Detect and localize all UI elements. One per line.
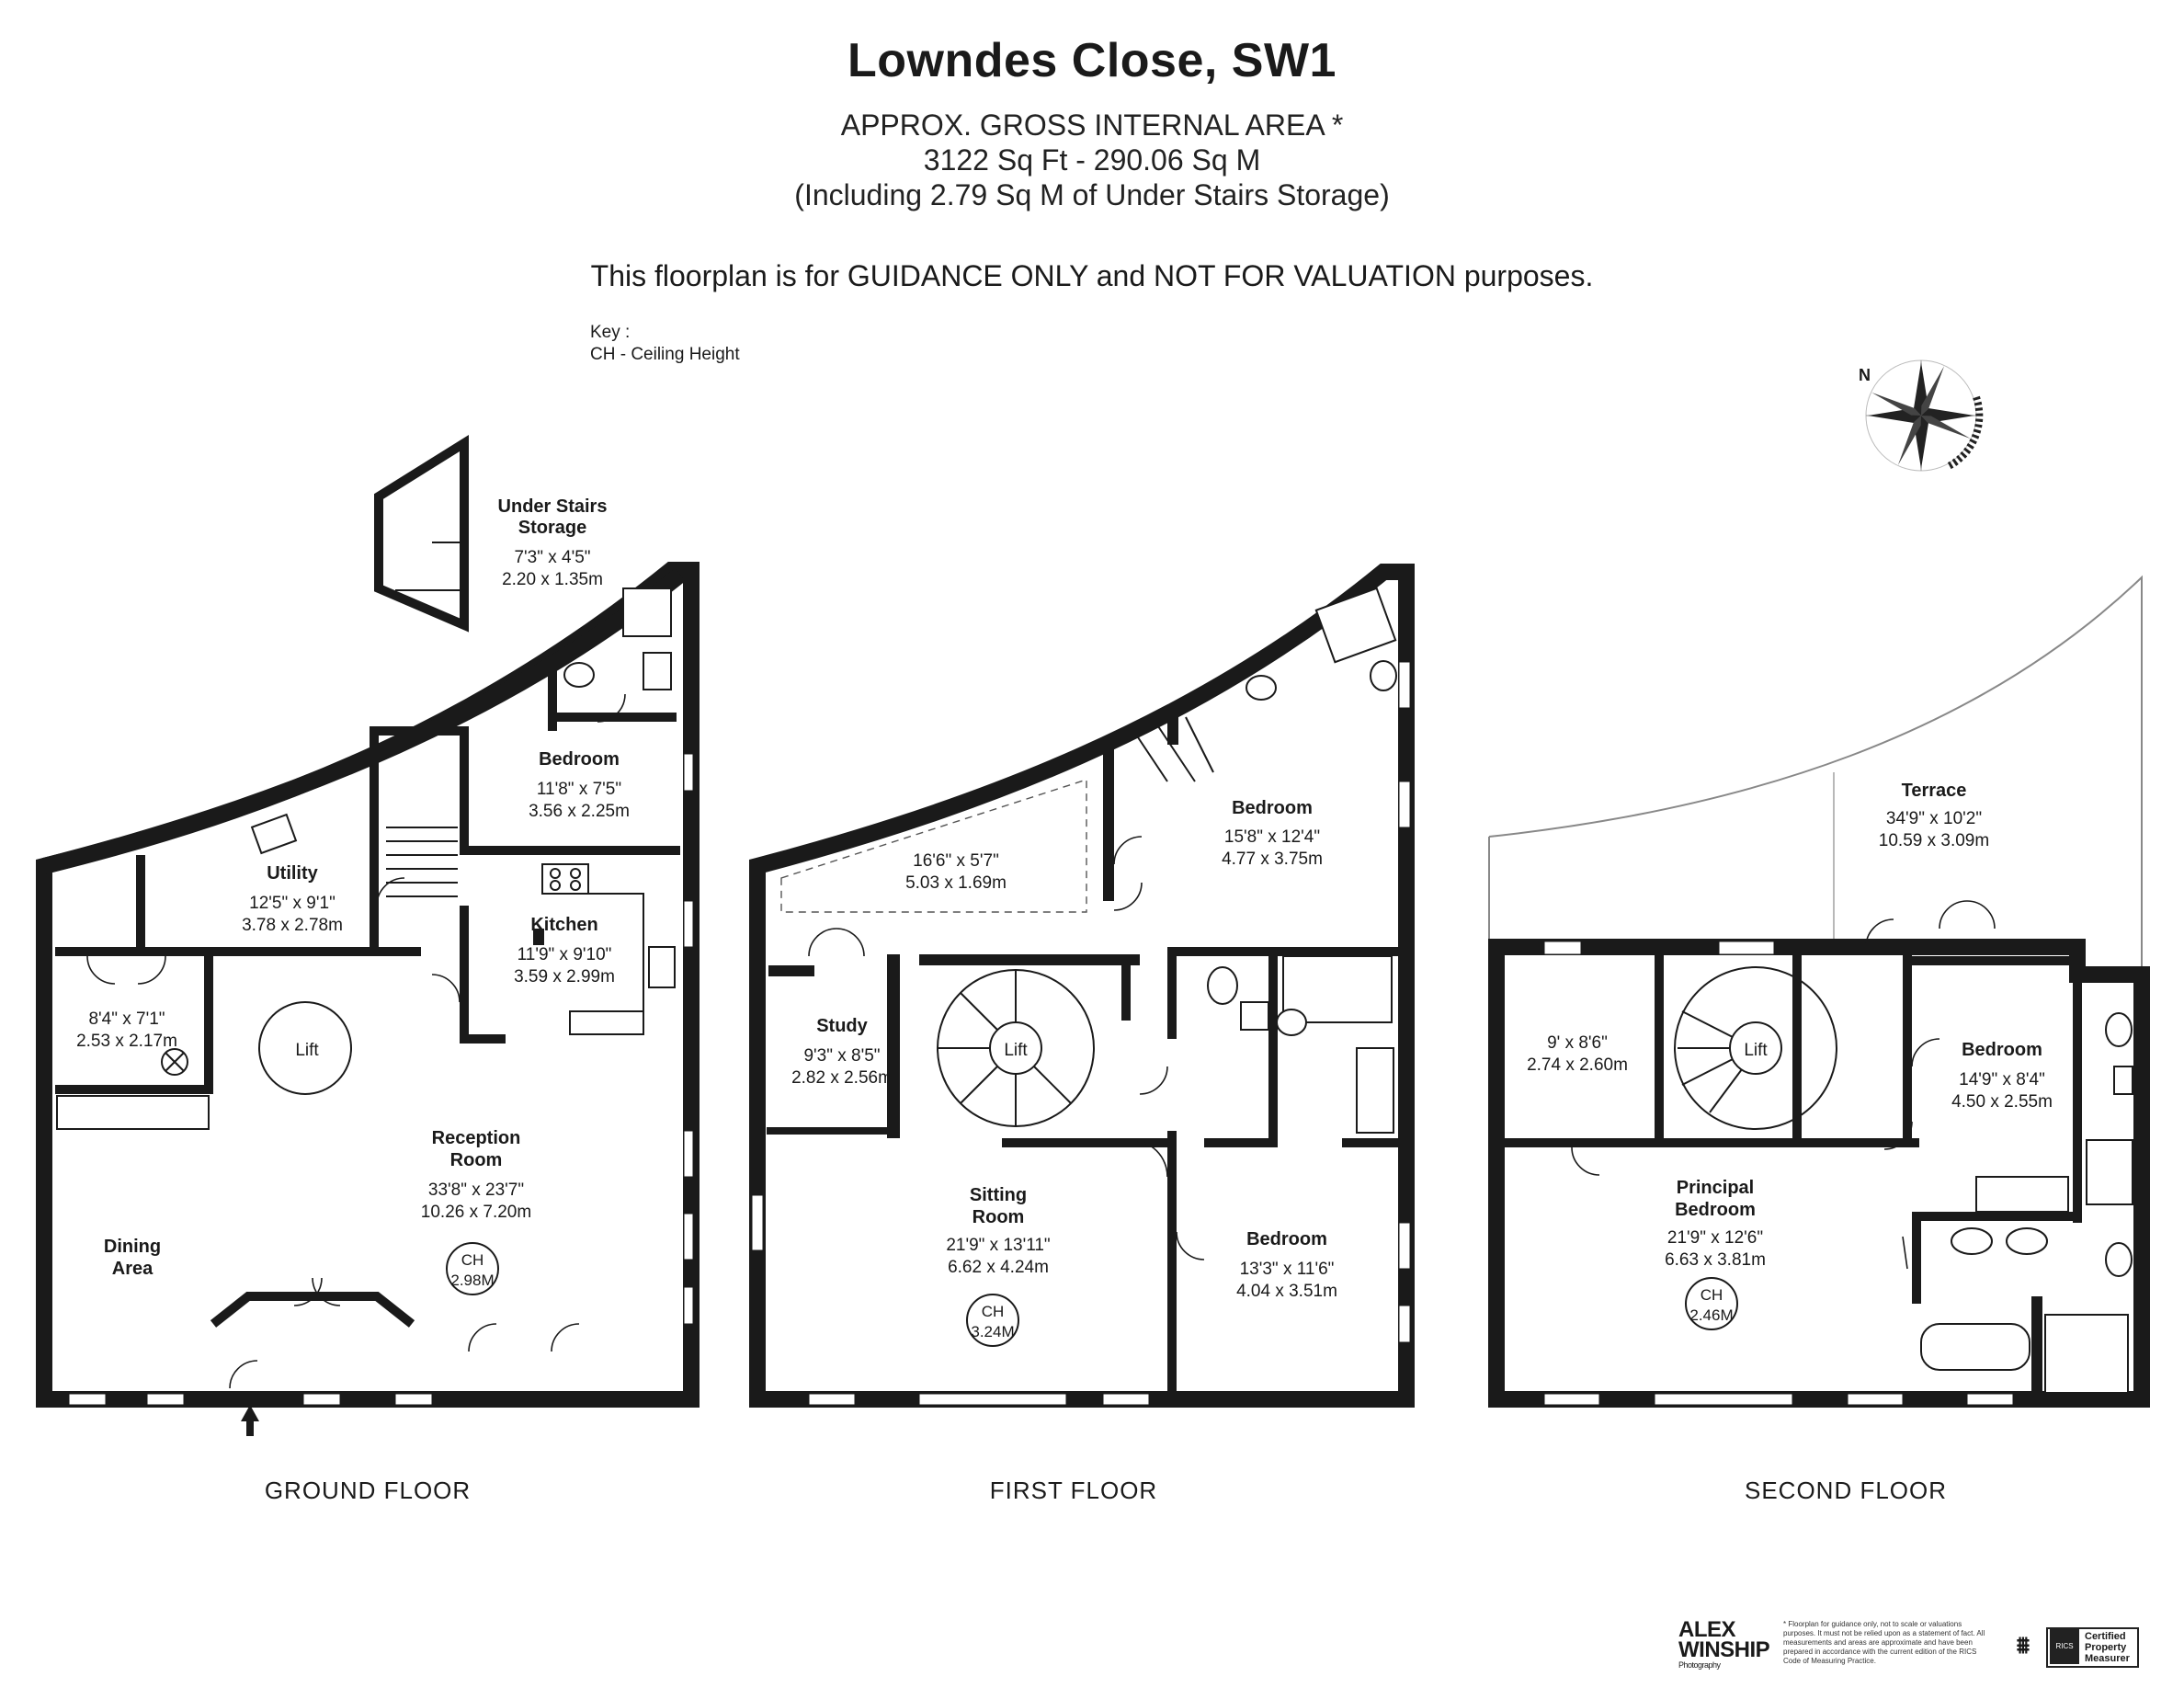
f-bedroom2-metric: 4.04 x 3.51m: [1236, 1282, 1337, 1301]
f-bedroom2-name: Bedroom: [1246, 1229, 1327, 1249]
dining-name-line2: Area: [112, 1259, 154, 1279]
ground-floor-label: GROUND FLOOR: [264, 1477, 472, 1504]
landing-imperial: 16'6" x 5'7": [913, 851, 999, 871]
principal-ch-value: 2.46M: [1689, 1306, 1733, 1324]
kitchen-metric: 3.59 x 2.99m: [514, 967, 615, 987]
g-store-imperial: 8'4" x 7'1": [88, 1009, 165, 1029]
reception-ch-value: 2.98M: [450, 1272, 494, 1289]
ground-floor-plan: [36, 434, 700, 1436]
footer-note: * Floorplan for guidance only, not to sc…: [1783, 1620, 1985, 1665]
brand-line3: Photography: [1678, 1660, 1721, 1670]
study-name: Study: [816, 1016, 868, 1036]
utility-imperial: 12'5" x 9'1": [249, 894, 336, 913]
g-bedroom-imperial: 11'8" x 7'5": [537, 780, 621, 799]
kitchen-imperial: 11'9" x 9'10": [518, 945, 612, 964]
sitting-ch-label: CH: [982, 1303, 1005, 1320]
mm-logo-icon: ⩩: [2017, 1631, 2030, 1659]
page-title: Lowndes Close, SW1: [847, 34, 1337, 87]
key-legend: Key : CH - Ceiling Height: [590, 322, 740, 366]
first-floor-plan: [749, 564, 1415, 1408]
reception-name-line1: Reception: [432, 1128, 521, 1148]
g-bedroom-name: Bedroom: [539, 749, 620, 770]
key-label: Key :: [590, 323, 631, 342]
g-store-metric: 2.53 x 2.17m: [76, 1032, 177, 1051]
compass-north-label: N: [1859, 366, 1871, 384]
s-bedroom-name: Bedroom: [1962, 1040, 2042, 1060]
area-values: 3122 Sq Ft - 290.06 Sq M: [923, 143, 1261, 177]
terrace-imperial: 34'9" x 10'2": [1886, 809, 1982, 828]
principal-name-line2: Bedroom: [1675, 1200, 1756, 1220]
storage-name-line2: Storage: [518, 518, 586, 538]
rics-badge: Certified Property Measurer: [2046, 1627, 2139, 1668]
rics-line1: Certified: [2085, 1631, 2126, 1642]
sitting-ch-value: 3.24M: [971, 1323, 1014, 1340]
dressing-metric: 2.74 x 2.60m: [1527, 1055, 1628, 1075]
brand-logo: ALEX WINSHIP Photography: [1678, 1617, 1770, 1671]
terrace-metric: 10.59 x 3.09m: [1879, 831, 1989, 850]
principal-metric: 6.63 x 3.81m: [1665, 1250, 1766, 1270]
rics-line2: Property: [2085, 1642, 2127, 1653]
terrace-name: Terrace: [1902, 781, 1967, 801]
sitting-imperial: 21'9" x 13'11": [946, 1236, 1050, 1255]
f-bedroom1-imperial: 15'8" x 12'4": [1224, 827, 1320, 847]
compass-icon: N: [1859, 359, 1984, 472]
f-bedroom2-imperial: 13'3" x 11'6": [1240, 1260, 1335, 1279]
sitting-name-line2: Room: [973, 1207, 1025, 1227]
storage-metric: 2.20 x 1.35m: [502, 570, 603, 589]
principal-ch-label: CH: [1701, 1286, 1723, 1304]
study-imperial: 9'3" x 8'5": [803, 1046, 880, 1066]
s-bedroom-metric: 4.50 x 2.55m: [1951, 1092, 2053, 1112]
s-lift-label: Lift: [1744, 1041, 1768, 1060]
area-heading: APPROX. GROSS INTERNAL AREA *: [840, 108, 1344, 142]
disclaimer: This floorplan is for GUIDANCE ONLY and …: [590, 259, 1594, 292]
storage-name-line1: Under Stairs: [498, 496, 608, 517]
f-bedroom1-name: Bedroom: [1232, 798, 1313, 818]
landing-metric: 5.03 x 1.69m: [905, 873, 1007, 893]
key-item: CH - Ceiling Height: [590, 345, 740, 364]
reception-ch-label: CH: [461, 1251, 484, 1269]
dining-name-line1: Dining: [104, 1237, 161, 1257]
reception-name-line2: Room: [450, 1150, 503, 1170]
rics-logo: RICS: [2050, 1629, 2079, 1664]
s-bedroom-imperial: 14'9" x 8'4": [1959, 1070, 2045, 1089]
principal-name-line1: Principal: [1677, 1178, 1754, 1198]
second-floor-plan: [1488, 575, 2150, 1408]
storage-imperial: 7'3" x 4'5": [514, 548, 590, 567]
f-lift-label: Lift: [1004, 1041, 1028, 1060]
utility-metric: 3.78 x 2.78m: [242, 916, 343, 935]
reception-imperial: 33'8" x 23'7": [428, 1180, 524, 1200]
dressing-imperial: 9' x 8'6": [1547, 1033, 1608, 1053]
second-floor-label: SECOND FLOOR: [1744, 1477, 1948, 1504]
sitting-metric: 6.62 x 4.24m: [948, 1258, 1049, 1277]
reception-metric: 10.26 x 7.20m: [421, 1203, 531, 1222]
utility-name: Utility: [267, 863, 318, 884]
f-bedroom1-metric: 4.77 x 3.75m: [1222, 850, 1323, 869]
kitchen-name: Kitchen: [530, 915, 597, 935]
g-bedroom-metric: 3.56 x 2.25m: [529, 802, 630, 821]
sitting-name-line1: Sitting: [970, 1185, 1027, 1205]
brand-line1: ALEX: [1678, 1617, 1736, 1642]
first-floor-label: FIRST FLOOR: [989, 1477, 1158, 1504]
rics-line3: Measurer: [2085, 1653, 2130, 1664]
study-metric: 2.82 x 2.56m: [791, 1068, 893, 1088]
principal-imperial: 21'9" x 12'6": [1667, 1228, 1763, 1248]
entrance-arrow-icon: [241, 1405, 259, 1436]
storage-note: (Including 2.79 Sq M of Under Stairs Sto…: [794, 178, 1390, 211]
g-lift-label: Lift: [295, 1041, 319, 1060]
brand-line2: WINSHIP: [1678, 1637, 1770, 1662]
